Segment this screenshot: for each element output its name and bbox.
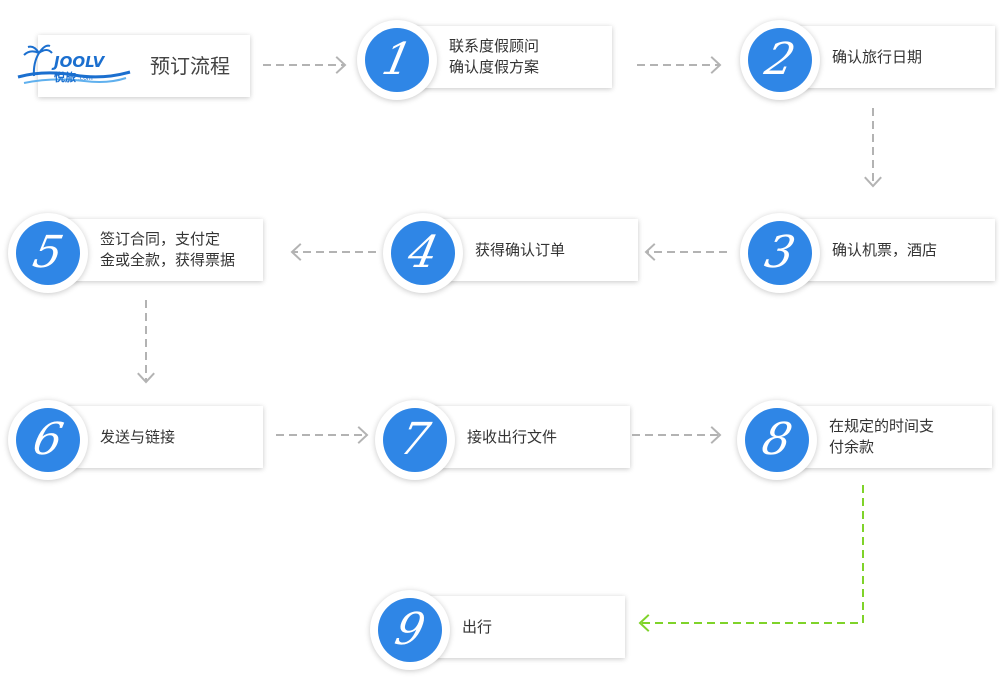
step-9: 出行 9 (370, 590, 630, 670)
arrow-7-to-8 (632, 426, 722, 444)
step-2: 确认旅行日期 2 (740, 20, 1000, 100)
step-label-line: 付余款 (829, 438, 875, 456)
logo-wordmark: JOOLV (51, 53, 106, 71)
header-card: JOOLV 悦旅 .com 预订流程 (17, 35, 250, 97)
arrow-head-icon (638, 614, 650, 632)
step-number-badge: 9 (370, 590, 450, 670)
step-number: 9 (390, 604, 430, 655)
step-number-badge: 1 (357, 20, 437, 100)
step-number-badge: 6 (8, 400, 88, 480)
step-number-badge: 7 (375, 400, 455, 480)
step-number-badge: 8 (737, 400, 817, 480)
step-number-disc: 2 (748, 28, 812, 92)
step-number-disc: 8 (745, 408, 809, 472)
step-number-disc: 5 (16, 221, 80, 285)
step-number: 1 (377, 34, 417, 85)
step-number: 2 (760, 34, 800, 85)
step-label-line: 发送与链接 (100, 427, 176, 446)
arrow-2-to-3 (864, 108, 882, 188)
arrow-4-to-5 (290, 243, 376, 261)
step-4: 获得确认订单 4 (383, 213, 643, 293)
step-number: 7 (395, 414, 435, 465)
step-label-line: 签订合同，支付定 (100, 230, 221, 248)
step-1: 联系度假顾问确认度假方案 1 (357, 20, 617, 100)
page-title: 预订流程 (150, 54, 230, 78)
step-number: 3 (760, 227, 800, 278)
step-3: 确认机票，酒店 3 (740, 213, 1000, 293)
step-5: 签订合同，支付定金或全款，获得票据 5 (8, 213, 268, 293)
step-number-badge: 5 (8, 213, 88, 293)
step-label: 获得确认订单 (475, 219, 628, 281)
step-label: 出行 (462, 596, 615, 658)
step-number-badge: 3 (740, 213, 820, 293)
arrow-head-icon (335, 56, 347, 74)
step-number-disc: 3 (748, 221, 812, 285)
step-label: 在规定的时间支付余款 (829, 406, 982, 468)
step-number-badge: 2 (740, 20, 820, 100)
palm-island-logo: JOOLV 悦旅 .com (17, 44, 131, 84)
step-number: 4 (403, 227, 443, 278)
step-number-disc: 1 (365, 28, 429, 92)
step-label-line: 在规定的时间支 (829, 417, 935, 435)
arrow-3-to-4 (644, 243, 727, 261)
step-number-disc: 6 (16, 408, 80, 472)
step-label-line: 确认度假方案 (449, 58, 540, 76)
arrow-6-to-7 (276, 426, 369, 444)
logo-cn-name: 悦旅 (54, 70, 76, 84)
arrow-8-to-9 (638, 485, 864, 632)
step-label-line: 确认机票，酒店 (832, 240, 938, 259)
step-label: 接收出行文件 (467, 406, 620, 468)
step-number-badge: 4 (383, 213, 463, 293)
logo-domain: .com (78, 75, 93, 82)
arrow-head-icon (710, 426, 722, 444)
step-label-line: 出行 (462, 617, 493, 636)
step-label-line: 金或全款，获得票据 (100, 251, 236, 269)
step-label: 发送与链接 (100, 406, 253, 468)
arrow-head-icon (137, 372, 155, 384)
step-label: 确认机票，酒店 (832, 219, 985, 281)
arrow-head-icon (357, 426, 369, 444)
step-label-line: 接收出行文件 (467, 427, 558, 446)
arrow-header-to-1 (263, 56, 347, 74)
step-label: 确认旅行日期 (832, 26, 985, 88)
step-label-line: 获得确认订单 (475, 240, 566, 259)
step-number: 6 (28, 414, 68, 465)
step-6: 发送与链接 6 (8, 400, 268, 480)
step-8: 在规定的时间支付余款 8 (737, 400, 997, 480)
arrow-5-to-6 (137, 300, 155, 384)
arrow-head-icon (290, 243, 302, 261)
step-number: 8 (757, 414, 797, 465)
arrow-head-icon (644, 243, 656, 261)
arrow-head-icon (864, 176, 882, 188)
step-label-line: 确认旅行日期 (832, 47, 923, 66)
step-label: 签订合同，支付定金或全款，获得票据 (100, 219, 253, 281)
step-label: 联系度假顾问确认度假方案 (449, 26, 602, 88)
step-label-line: 联系度假顾问 (449, 37, 540, 55)
arrow-head-icon (710, 56, 722, 74)
arrow-line (640, 485, 864, 624)
step-number: 5 (28, 227, 68, 278)
step-number-disc: 4 (391, 221, 455, 285)
arrow-1-to-2 (637, 56, 722, 74)
step-number-disc: 9 (378, 598, 442, 662)
step-7: 接收出行文件 7 (375, 400, 635, 480)
step-number-disc: 7 (383, 408, 447, 472)
